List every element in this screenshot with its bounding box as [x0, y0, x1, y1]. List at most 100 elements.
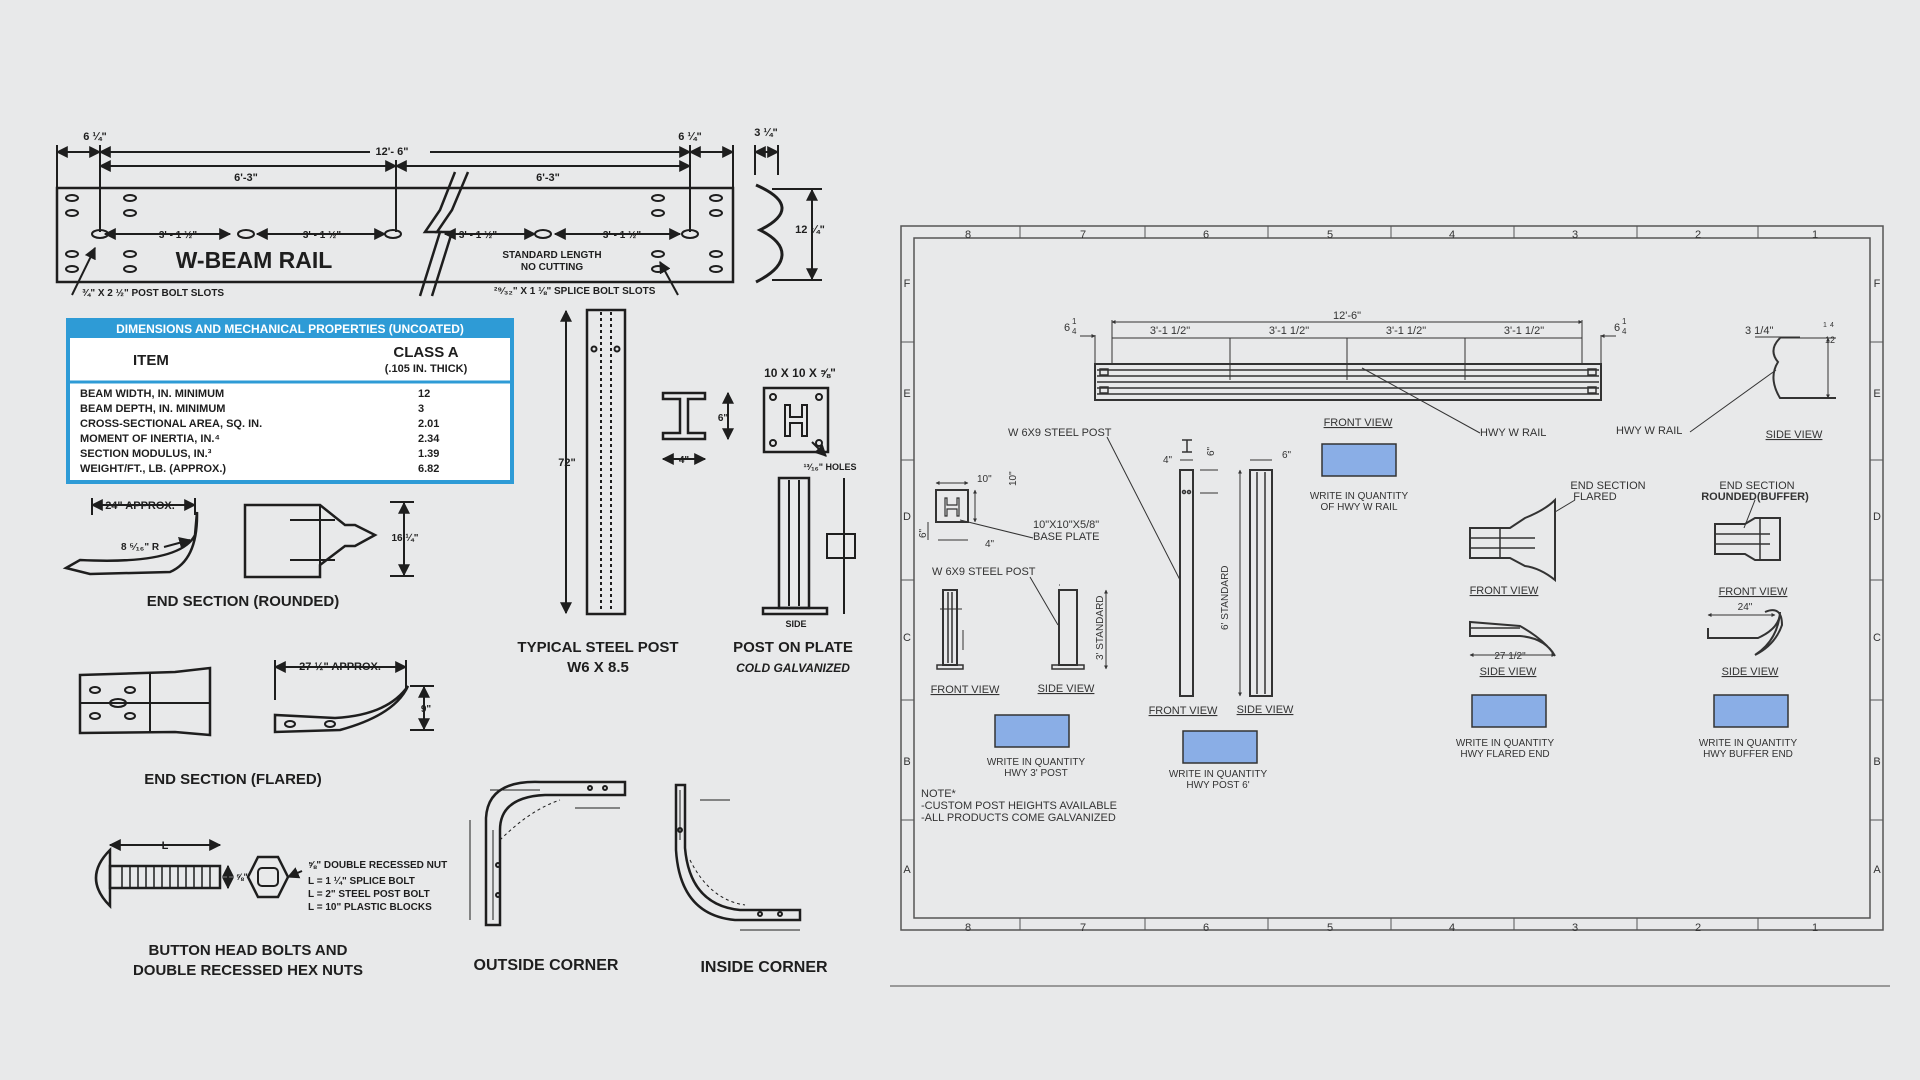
sheet-col-label-top: 8: [965, 229, 971, 241]
wbeam-dim-total: 12'- 6": [376, 146, 409, 158]
end-section-flared-labels: 27 ½" APPROX. 9" END SECTION (FLARED): [144, 661, 431, 788]
bolts-title1: BUTTON HEAD BOLTS AND: [149, 942, 348, 959]
end-rounded-approx: 24" APPROX.: [105, 500, 175, 512]
hwy-rail-qty-label1: WRITE IN QUANTITY: [1310, 491, 1409, 502]
bolt-l1: L = 1 ¼" SPLICE BOLT: [308, 876, 415, 887]
hwy-buffer-dim: 24": [1738, 602, 1753, 613]
wbeam-note-standard: STANDARD LENGTH: [502, 250, 601, 261]
hwy-post-6-standard: 6' STANDARD: [1220, 565, 1231, 630]
bolt-dim-d: ⅝": [236, 872, 248, 882]
hwy-post-3-side-view: SIDE VIEW: [1038, 683, 1095, 695]
properties-row-value: 1.39: [418, 448, 439, 460]
hwy-rail-end-right-den: 4: [1622, 327, 1627, 336]
hwy-post-3-qty1: WRITE IN QUANTITY: [987, 757, 1086, 768]
wbeam-slot-spacing-2: 3' - 1 ½": [303, 230, 342, 241]
hwy-post-6-labels: 4" 6" 6" 6' STANDARD FRONT VIEW SIDE VIE…: [1149, 446, 1294, 791]
properties-row-item: MOMENT OF INERTIA, IN.⁴: [80, 433, 220, 445]
hwy-post-6-qty-box[interactable]: [1182, 730, 1258, 764]
steel-post-dim-h: 6": [718, 413, 729, 424]
hwy-flared-label1: END SECTION: [1570, 480, 1645, 492]
properties-row-item: BEAM WIDTH, IN. MINIMUM: [80, 388, 224, 400]
hwy-buffer-qty-box[interactable]: [1713, 694, 1789, 728]
hwy-flared-label2: FLARED: [1573, 491, 1616, 503]
properties-row-value: 3: [418, 403, 424, 415]
properties-row-value: 6.82: [418, 463, 439, 475]
wbeam-rail-drawing: [55, 145, 822, 297]
properties-row-item: CROSS-SECTIONAL AREA, SQ. IN.: [80, 418, 262, 430]
hwy-post-6-dim-6b: 6": [1282, 450, 1292, 461]
bolts-drawing: [94, 839, 303, 910]
wbeam-splice-bolt-slots: ²⁹⁄₃₂" X 1 ⅛" SPLICE BOLT SLOTS: [494, 286, 656, 297]
sheet-col-label-top: 3: [1572, 229, 1578, 241]
hwy-post-6-qty1: WRITE IN QUANTITY: [1169, 769, 1268, 780]
properties-row-item: WEIGHT/FT., LB. (APPROX.): [80, 463, 226, 475]
hwy-rail-side-dim-h-num: 1: [1823, 322, 1827, 329]
hwy-rail-qty-box[interactable]: [1321, 443, 1397, 477]
hwy-buffer-qty2: HWY BUFFER END: [1703, 749, 1793, 760]
hwy-post-3-qty-box[interactable]: [994, 714, 1070, 748]
sheet-col-label-bottom: 8: [965, 922, 971, 934]
hwy-post-3-labels: W 6X9 STEEL POST 10" 10" 6" 4" 10"X10"X5…: [918, 427, 1112, 779]
properties-table-col-class: CLASS A: [393, 344, 458, 361]
hwy-post-3-dim-10b: 10": [1008, 471, 1019, 486]
hwy-buffer-label2: ROUNDED(BUFFER): [1701, 491, 1809, 503]
hwy-flared-front-view: FRONT VIEW: [1470, 585, 1539, 597]
hwy-post-6-dim-6a: 6": [1206, 446, 1217, 456]
hwy-rail-spacing-1: 3'-1 1/2": [1150, 325, 1190, 337]
sheet-row-label-right: D: [1873, 511, 1881, 523]
wbeam-dim-profile-top: 3 ¼": [754, 127, 778, 139]
properties-row-value: 2.34: [418, 433, 440, 445]
hwy-post-6-front-view: FRONT VIEW: [1149, 705, 1218, 717]
sheet-col-label-top: 5: [1327, 229, 1333, 241]
hwy-rail-side-callout: HWY W RAIL: [1616, 425, 1682, 437]
sheet-col-label-top: 7: [1080, 229, 1086, 241]
wbeam-dim-half-left: 6'-3": [234, 172, 258, 184]
sheet-col-label-bottom: 3: [1572, 922, 1578, 934]
properties-row-item: BEAM DEPTH, IN. MINIMUM: [80, 403, 225, 415]
hwy-rail-spacing-3: 3'-1 1/2": [1386, 325, 1426, 337]
sheet-col-label-bottom: 6: [1203, 922, 1209, 934]
sheet-row-label-right: E: [1873, 388, 1880, 400]
bolt-dim-l: L: [162, 840, 169, 852]
hwy-buffer-front-view: FRONT VIEW: [1719, 586, 1788, 598]
sheet-note: NOTE* -CUSTOM POST HEIGHTS AVAILABLE -AL…: [921, 788, 1117, 824]
wbeam-labels: 6 ¼" 12'- 6" 6 ¼" 3 ¼" 6'-3" 6'-3" 3' - …: [82, 127, 825, 299]
post-plate-holes: ¹³⁄₁₆" HOLES: [803, 462, 856, 472]
hwy-buffer-end-drawing: [1707, 499, 1784, 656]
bolt-l2: L = 2" STEEL POST BOLT: [308, 889, 430, 900]
post-plate-title2: COLD GALVANIZED: [736, 661, 850, 675]
end-section-flared-drawing: [78, 660, 434, 737]
hwy-buffer-side-view: SIDE VIEW: [1722, 666, 1779, 678]
sheet-row-label-left: D: [903, 511, 911, 523]
hwy-post-3-label2: W 6X9 STEEL POST: [932, 566, 1036, 578]
steel-post-title1: TYPICAL STEEL POST: [517, 639, 678, 656]
hwy-rail-end-right-whole: 6: [1614, 322, 1620, 334]
hwy-flared-qty-box[interactable]: [1471, 694, 1547, 728]
hwy-post-3-plate2: BASE PLATE: [1033, 531, 1099, 543]
hwy-post-3-standard: 3' STANDARD: [1095, 595, 1106, 660]
wbeam-profile-height: 12 ¼": [795, 224, 825, 236]
properties-table-header: DIMENSIONS AND MECHANICAL PROPERTIES (UN…: [116, 322, 464, 336]
wbeam-slot-spacing-4: 3' - 1 ½": [603, 230, 642, 241]
hwy-post-3-dim-10a: 10": [977, 474, 992, 485]
hwy-buffer-qty1: WRITE IN QUANTITY: [1699, 738, 1798, 749]
bolt-nut: ⅝" DOUBLE RECESSED NUT: [308, 860, 447, 871]
bolts-title2: DOUBLE RECESSED HEX NUTS: [133, 962, 363, 979]
hwy-rail-qty-label2: OF HWY W RAIL: [1320, 502, 1397, 513]
end-section-rounded-drawing: [62, 498, 414, 579]
properties-row-value: 12: [418, 388, 430, 400]
sheet-row-label-right: F: [1874, 278, 1881, 290]
hwy-rail-end-right-num: 1: [1622, 317, 1627, 326]
sheet-row-label-right: C: [1873, 632, 1881, 644]
hwy-post-3-drawing: [927, 481, 1108, 670]
properties-table: DIMENSIONS AND MECHANICAL PROPERTIES (UN…: [66, 318, 514, 484]
note-line-1: NOTE*: [921, 788, 957, 800]
wbeam-dim-right: 6 ¼": [678, 131, 702, 143]
hwy-flared-dim: 27 1/2": [1494, 651, 1526, 662]
wbeam-slot-spacing-3: 3' - 1 ½": [459, 230, 498, 241]
outside-corner-labels: OUTSIDE CORNER: [474, 957, 619, 974]
sheet-col-label-bottom: 1: [1812, 922, 1818, 934]
hwy-buffer-end-labels: END SECTION ROUNDED(BUFFER) FRONT VIEW 2…: [1699, 480, 1809, 760]
